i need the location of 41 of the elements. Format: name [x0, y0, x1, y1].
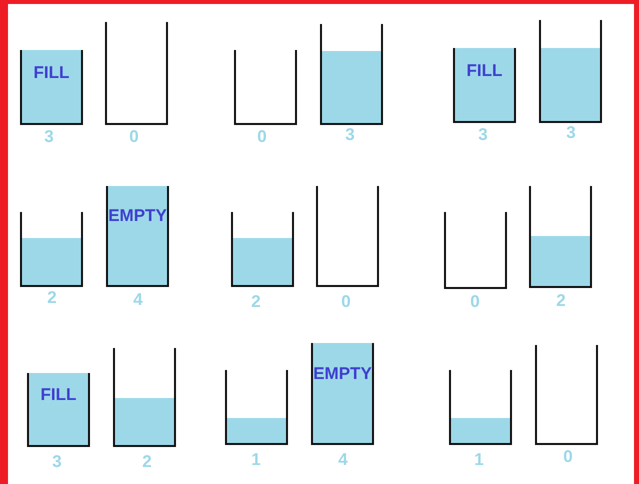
action-label: FILL — [32, 63, 70, 83]
jug — [453, 48, 516, 123]
jug — [311, 343, 374, 445]
jug — [106, 186, 169, 287]
action-label: EMPTY — [108, 206, 167, 226]
jug — [535, 345, 598, 445]
quantity-label: 0 — [469, 292, 481, 312]
quantity-label: 1 — [250, 450, 262, 470]
quantity-label: 4 — [132, 290, 144, 310]
action-label: FILL — [40, 385, 78, 405]
jug — [529, 186, 592, 288]
jug — [320, 24, 383, 125]
quantity-label: 4 — [337, 450, 349, 470]
quantity-label: 0 — [256, 127, 268, 147]
action-label: EMPTY — [313, 364, 372, 384]
quantity-label: 3 — [51, 452, 63, 472]
quantity-label: 2 — [555, 291, 567, 311]
jug — [20, 212, 83, 287]
quantity-label: 2 — [141, 452, 153, 472]
jug — [449, 370, 512, 445]
jug — [225, 370, 288, 445]
quantity-label: 3 — [43, 127, 55, 147]
jug — [539, 20, 602, 123]
jug — [234, 50, 297, 125]
jug — [444, 212, 507, 289]
jug — [316, 186, 379, 287]
quantity-label: 0 — [340, 292, 352, 312]
jug — [105, 22, 168, 125]
quantity-label: 3 — [344, 125, 356, 145]
jug — [20, 50, 83, 125]
quantity-label: 1 — [473, 450, 485, 470]
jug — [27, 373, 90, 447]
quantity-label: 2 — [250, 292, 262, 312]
quantity-label: 0 — [128, 127, 140, 147]
quantity-label: 3 — [565, 123, 577, 143]
quantity-label: 2 — [46, 288, 58, 308]
jug — [113, 348, 176, 447]
jug — [231, 212, 294, 287]
quantity-label: 3 — [477, 125, 489, 145]
quantity-label: 0 — [562, 447, 574, 467]
action-label: FILL — [466, 61, 504, 81]
